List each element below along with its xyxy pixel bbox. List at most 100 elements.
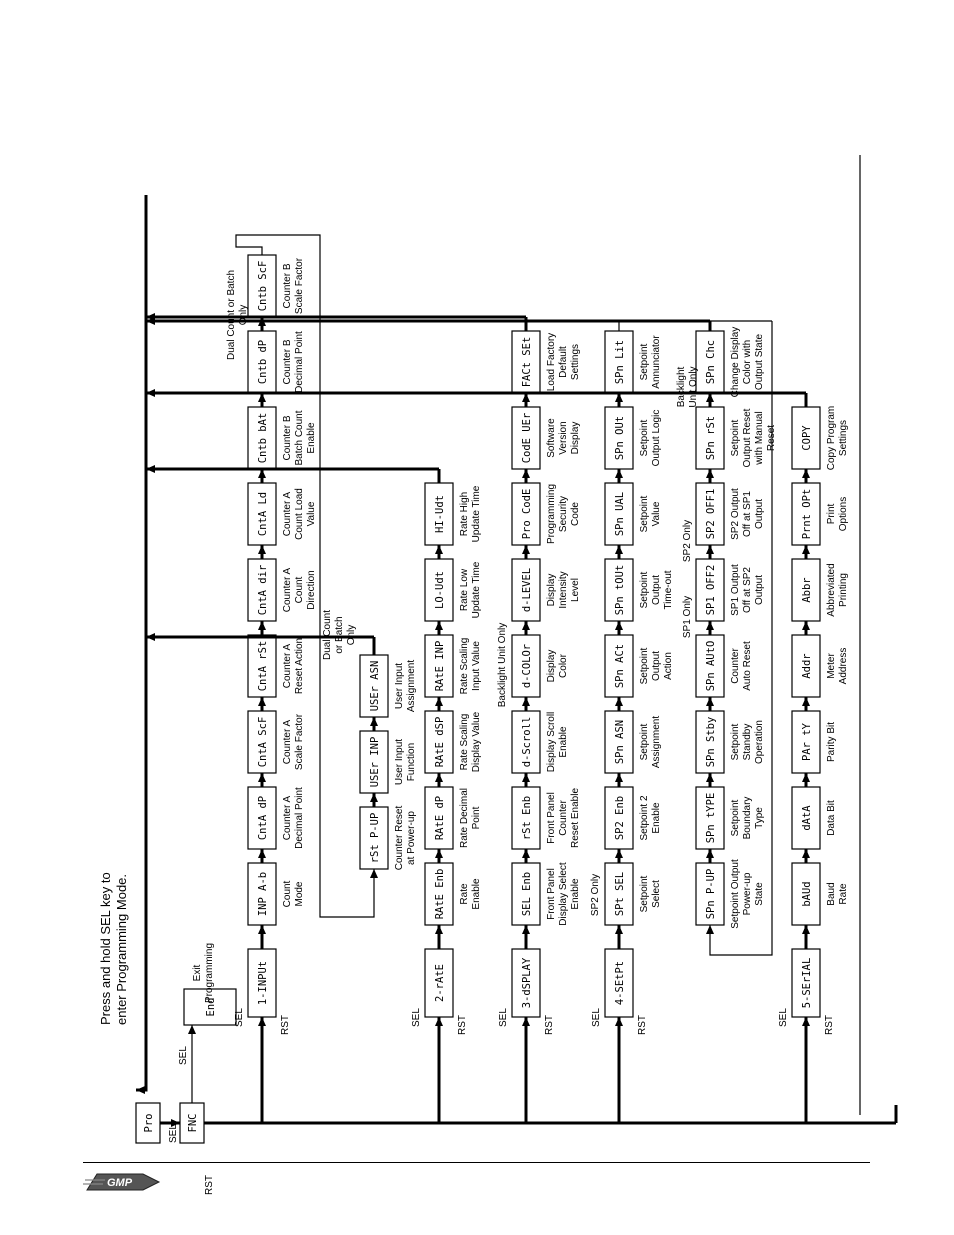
row-4-param-4-label-1: Off at SP2 (742, 567, 753, 613)
row-2-param-5-code: Pro CodE (521, 489, 533, 540)
user-param-2-label-1: Assignment (406, 660, 417, 712)
row-4-param-7-label-2: Output State (754, 333, 765, 390)
note-sp1-only: SP1 Only (682, 596, 693, 638)
row-5-arrow-3 (802, 697, 810, 706)
row-2-param-4-label-0: Display (546, 574, 557, 607)
row-4-param-5-code: SP2 OFF1 (705, 489, 717, 540)
row-2-arrow-7 (522, 393, 530, 402)
row-1-param-3-code: RAtE INP (434, 641, 446, 692)
note-dual-user-label-2: Only (346, 625, 357, 646)
row-2-rst-key: RST (544, 1015, 555, 1035)
row-0-param-8-label-1: Scale Factor (294, 257, 305, 314)
row-2-arrow-6 (522, 469, 530, 478)
row-0-arrow-1 (258, 849, 266, 858)
row-4-param-5-label-1: Off at SP1 (742, 491, 753, 537)
user-param-0-label-0: Counter Reset (394, 806, 405, 871)
row-0-param-8-code: Cntb ScF (257, 261, 269, 312)
row-2-param-5-label-2: Code (570, 502, 581, 526)
row-0-arrow-2 (258, 773, 266, 782)
row-2-param-7-label-0: Load Factory (546, 333, 557, 391)
row-3-param-1-label-1: Enable (651, 802, 662, 834)
row-0-arrow-6 (258, 469, 266, 478)
row-5-param-6-label-1: Settings (838, 420, 849, 456)
row-3-param-3-label-0: Setpoint (639, 647, 650, 684)
row-3-param-5-label-0: Setpoint (639, 495, 650, 532)
row-2-param-3-label-1: Color (558, 653, 569, 678)
row-0-param-6-label-2: Enable (306, 422, 317, 454)
row-5-param-2-code: PAr tY (801, 722, 813, 761)
row-3-param-5-code: SPn UAL (614, 492, 626, 536)
row-2-param-6-label-1: Version (558, 421, 569, 454)
fnc-to-exit-arrow (188, 1025, 196, 1034)
row-1-param-1-code: RAtE dP (434, 796, 446, 840)
serial-return-arrow (146, 389, 155, 397)
row-0-arrow-0 (258, 925, 266, 934)
sel-key-exit: SEL (178, 1046, 189, 1065)
gmp-logo: GMP (83, 1173, 161, 1191)
row-2-arrow-0 (522, 925, 530, 934)
row-0-arrow-4 (258, 621, 266, 630)
row-4-param-7-label-1: Color with (742, 340, 753, 384)
row-2-param-5-label-1: Security (558, 496, 569, 532)
row-1-param-2-code: RAtE dSP (434, 717, 446, 768)
row-3-arrow-0 (615, 925, 623, 934)
row-0-param-4-label-1: Count (294, 576, 305, 603)
row-4-param-3-label-1: Auto Reset (742, 641, 753, 691)
row-1-arrow-0 (435, 925, 443, 934)
sel-key-top: SEL (168, 1124, 179, 1143)
row-3-arrow-6 (615, 469, 623, 478)
row-3-param-7-label-1: Annunciator (651, 335, 662, 389)
row-4-param-3-label-0: Counter (730, 648, 741, 684)
user-arrow-0 (370, 869, 378, 878)
row-2-main-code: 3-dSPLAY (521, 957, 533, 1008)
row-4-continue-line (709, 321, 773, 956)
row-4-param-4-label-0: SP1 Output (730, 564, 741, 616)
row-3-entry-arrow (615, 1017, 623, 1026)
note-sp2-only-b: SP2 Only (682, 520, 693, 562)
footer-rule (83, 1162, 870, 1163)
row-4-param-1-label-0: Setpoint (730, 799, 741, 836)
row-5-param-1-code: dAtA (801, 805, 813, 831)
row-5-param-3-label-1: Address (838, 648, 849, 685)
row-2-param-2-label-0: Display Scroll (546, 712, 557, 773)
row-0-param-1-label-1: Decimal Point (294, 787, 305, 849)
note-dual-b-label-0: Dual Count or Batch (226, 270, 237, 360)
row-4-param-6-code: SPn rSt (705, 416, 717, 460)
row-1-param-4-label-1: Update Time (471, 561, 482, 618)
row-0-param-5-label-1: Count Load (294, 488, 305, 540)
setpoint-return-arrow (146, 317, 155, 325)
row-4-param-1-label-1: Boundary (742, 797, 753, 840)
row-1-param-5-label-0: Rate High (459, 492, 470, 536)
row-1-param-5-label-1: Update Time (471, 485, 482, 542)
row-5-param-4-code: Abbr (801, 577, 813, 602)
row-4-param-2-label-2: Operation (754, 720, 765, 764)
row-3-arrow-5 (615, 545, 623, 554)
row-2-param-3-label-0: Display (546, 650, 557, 683)
row-2-arrow-4 (522, 621, 530, 630)
row-4-param-5-label-2: Output (754, 499, 765, 529)
row-3-param-2-code: SPn ASN (614, 720, 626, 764)
row-2-param-0-code: SEL Enb (521, 872, 533, 916)
row-5-param-4-label-1: Printing (838, 573, 849, 607)
row-3-param-3-label-1: Output (651, 651, 662, 681)
row-4-param-2-label-0: Setpoint (730, 723, 741, 760)
row-0-param-6-label-0: Counter B (282, 415, 293, 460)
row-0-param-7-label-1: Decimal Point (294, 331, 305, 393)
row-5-arrow-4 (802, 621, 810, 630)
row-1-param-0-label-0: Rate (459, 883, 470, 905)
row-3-param-7-code: SPn Lit (614, 340, 626, 384)
row-0-param-2-code: CntA ScF (257, 717, 269, 768)
exit-label-1: Programming (204, 943, 215, 1003)
note-sp2-only: SP2 Only (590, 874, 601, 916)
row-2-param-2-label-1: Enable (558, 726, 569, 758)
note-backlight-b-label-0: Backlight (676, 366, 687, 407)
row-3-param-1-code: SP2 Enb (614, 796, 626, 840)
fnc-box-code: FNC (187, 1114, 199, 1133)
row-3-param-1-label-0: Setpoint 2 (639, 795, 650, 840)
row-0-entry-arrow (258, 1017, 266, 1026)
top-return-line (136, 195, 148, 1092)
row-0-param-4-label-2: Direction (306, 570, 317, 609)
